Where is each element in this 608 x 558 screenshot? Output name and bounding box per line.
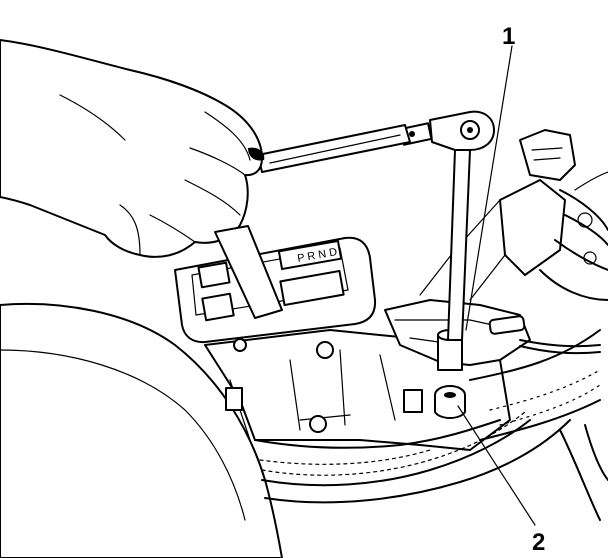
callout-leaders (457, 45, 536, 526)
shift-indicator-bezel: P R N D (174, 236, 377, 344)
callout-1: 1 (502, 23, 515, 50)
callout-1-leader (465, 45, 513, 331)
shifter-mechanism (384, 129, 608, 366)
technician-hand (0, 39, 283, 319)
callout-2-leader (457, 405, 536, 526)
callout-2: 2 (532, 529, 545, 556)
